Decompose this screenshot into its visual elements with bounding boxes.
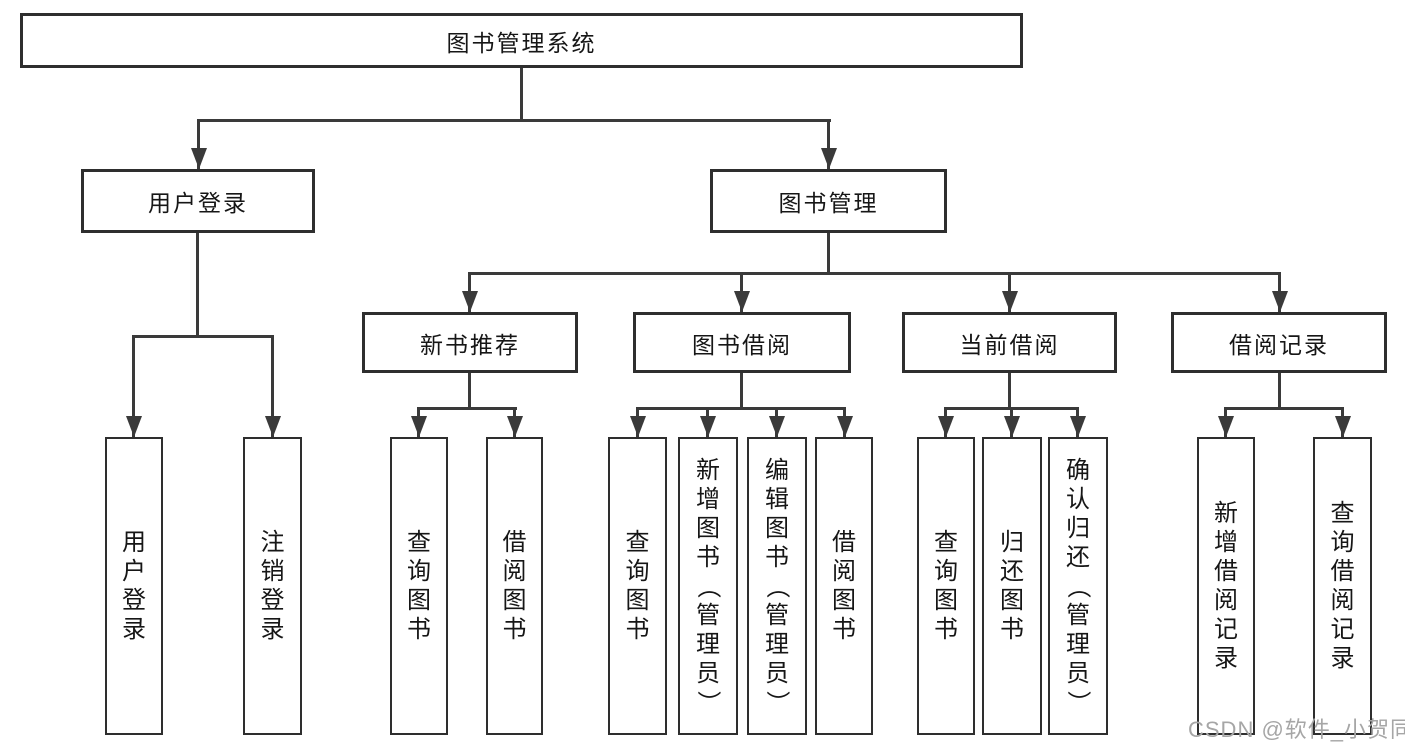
leaf-add-books-admin: 新增图书（管理员） [678, 437, 738, 735]
leaf-add-borrow-record-label: 新增借阅记录 [1214, 500, 1238, 672]
edge-borrow-bus [636, 407, 846, 410]
leaf-recommend-query-books: 查询图书 [390, 437, 448, 735]
edge-borrow-stem [740, 373, 743, 410]
leaf-add-borrow-record: 新增借阅记录 [1197, 437, 1255, 735]
leaf-add-books-admin-label: 新增图书（管理员） [694, 456, 722, 715]
leaf-current-query-books-label: 查询图书 [934, 529, 958, 643]
edge-recommend-stem [468, 373, 471, 410]
edge-arrow-leaf-user-login [132, 335, 135, 437]
edge-arrow-recommend-borrow [513, 407, 516, 437]
node-book-management: 图书管理 [710, 169, 947, 233]
edge-arrow-borrow-borrow [843, 407, 846, 437]
edge-root-stem [520, 68, 523, 122]
edge-arrow-current-query [944, 407, 947, 437]
leaf-logout-label: 注销登录 [260, 529, 285, 643]
leaf-confirm-return-admin-label: 确认归还（管理员） [1064, 456, 1092, 715]
edge-arrow-user-login [197, 119, 200, 169]
edge-arrow-recommend-query [417, 407, 420, 437]
edge-arrow-current-borrow [1008, 272, 1011, 312]
edge-arrow-borrow-add [706, 407, 709, 437]
edge-arrow-leaf-logout [271, 335, 274, 437]
edge-arrow-borrow-query [636, 407, 639, 437]
leaf-borrow-query-books: 查询图书 [608, 437, 667, 735]
leaf-borrow-query-books-label: 查询图书 [625, 529, 650, 643]
leaf-borrow-books-label: 借阅图书 [832, 529, 856, 643]
leaf-recommend-query-books-label: 查询图书 [407, 529, 431, 643]
node-user-login-label: 用户登录 [148, 190, 248, 216]
leaf-return-books-label: 归还图书 [1000, 529, 1024, 643]
edge-arrow-records-add [1224, 407, 1227, 437]
node-root-label: 图书管理系统 [446, 29, 597, 56]
edge-arrow-borrow-records [1278, 272, 1281, 312]
leaf-confirm-return-admin: 确认归还（管理员） [1048, 437, 1108, 735]
leaf-recommend-borrow-books-label: 借阅图书 [502, 529, 527, 643]
node-book-management-label: 图书管理 [778, 190, 879, 216]
edge-arrow-current-confirm [1076, 407, 1079, 437]
edge-book-mgmt-bus [468, 272, 1281, 275]
leaf-return-books: 归还图书 [982, 437, 1042, 735]
leaf-edit-books-admin-label: 编辑图书（管理员） [763, 456, 791, 715]
leaf-query-borrow-record-label: 查询借阅记录 [1330, 500, 1355, 672]
edge-current-stem [1008, 373, 1011, 410]
edge-user-login-stem [196, 233, 199, 338]
edge-arrow-book-borrow [740, 272, 743, 312]
edge-records-bus [1224, 407, 1343, 410]
leaf-borrow-books: 借阅图书 [815, 437, 873, 735]
edge-records-stem [1278, 373, 1281, 410]
edge-user-login-bus [132, 335, 274, 338]
leaf-current-query-books: 查询图书 [917, 437, 975, 735]
leaf-recommend-borrow-books: 借阅图书 [486, 437, 543, 735]
edge-root-bus [197, 119, 831, 122]
edge-recommend-bus [417, 407, 517, 410]
leaf-user-login: 用户登录 [105, 437, 163, 735]
node-borrow-records-label: 借阅记录 [1229, 331, 1329, 358]
edge-arrow-book-management [827, 119, 830, 169]
edge-arrow-current-return [1010, 407, 1013, 437]
node-borrow-records: 借阅记录 [1171, 312, 1387, 373]
node-new-book-recommend: 新书推荐 [362, 312, 578, 373]
node-current-borrow-label: 当前借阅 [959, 331, 1060, 358]
edge-arrow-records-query [1341, 407, 1344, 437]
edge-book-mgmt-stem [827, 233, 830, 275]
leaf-edit-books-admin: 编辑图书（管理员） [747, 437, 807, 735]
leaf-query-borrow-record: 查询借阅记录 [1313, 437, 1372, 735]
node-book-borrow: 图书借阅 [633, 312, 851, 373]
node-user-login: 用户登录 [81, 169, 315, 233]
csdn-watermark: CSDN @软件_小贺同学 [1188, 717, 1405, 742]
node-root: 图书管理系统 [20, 13, 1023, 68]
edge-arrow-borrow-edit [775, 407, 778, 437]
node-book-borrow-label: 图书借阅 [692, 331, 792, 358]
leaf-user-login-label: 用户登录 [122, 529, 146, 643]
node-current-borrow: 当前借阅 [902, 312, 1117, 373]
leaf-logout: 注销登录 [243, 437, 302, 735]
node-new-book-recommend-label: 新书推荐 [420, 331, 520, 358]
edge-arrow-new-book-recommend [468, 272, 471, 312]
